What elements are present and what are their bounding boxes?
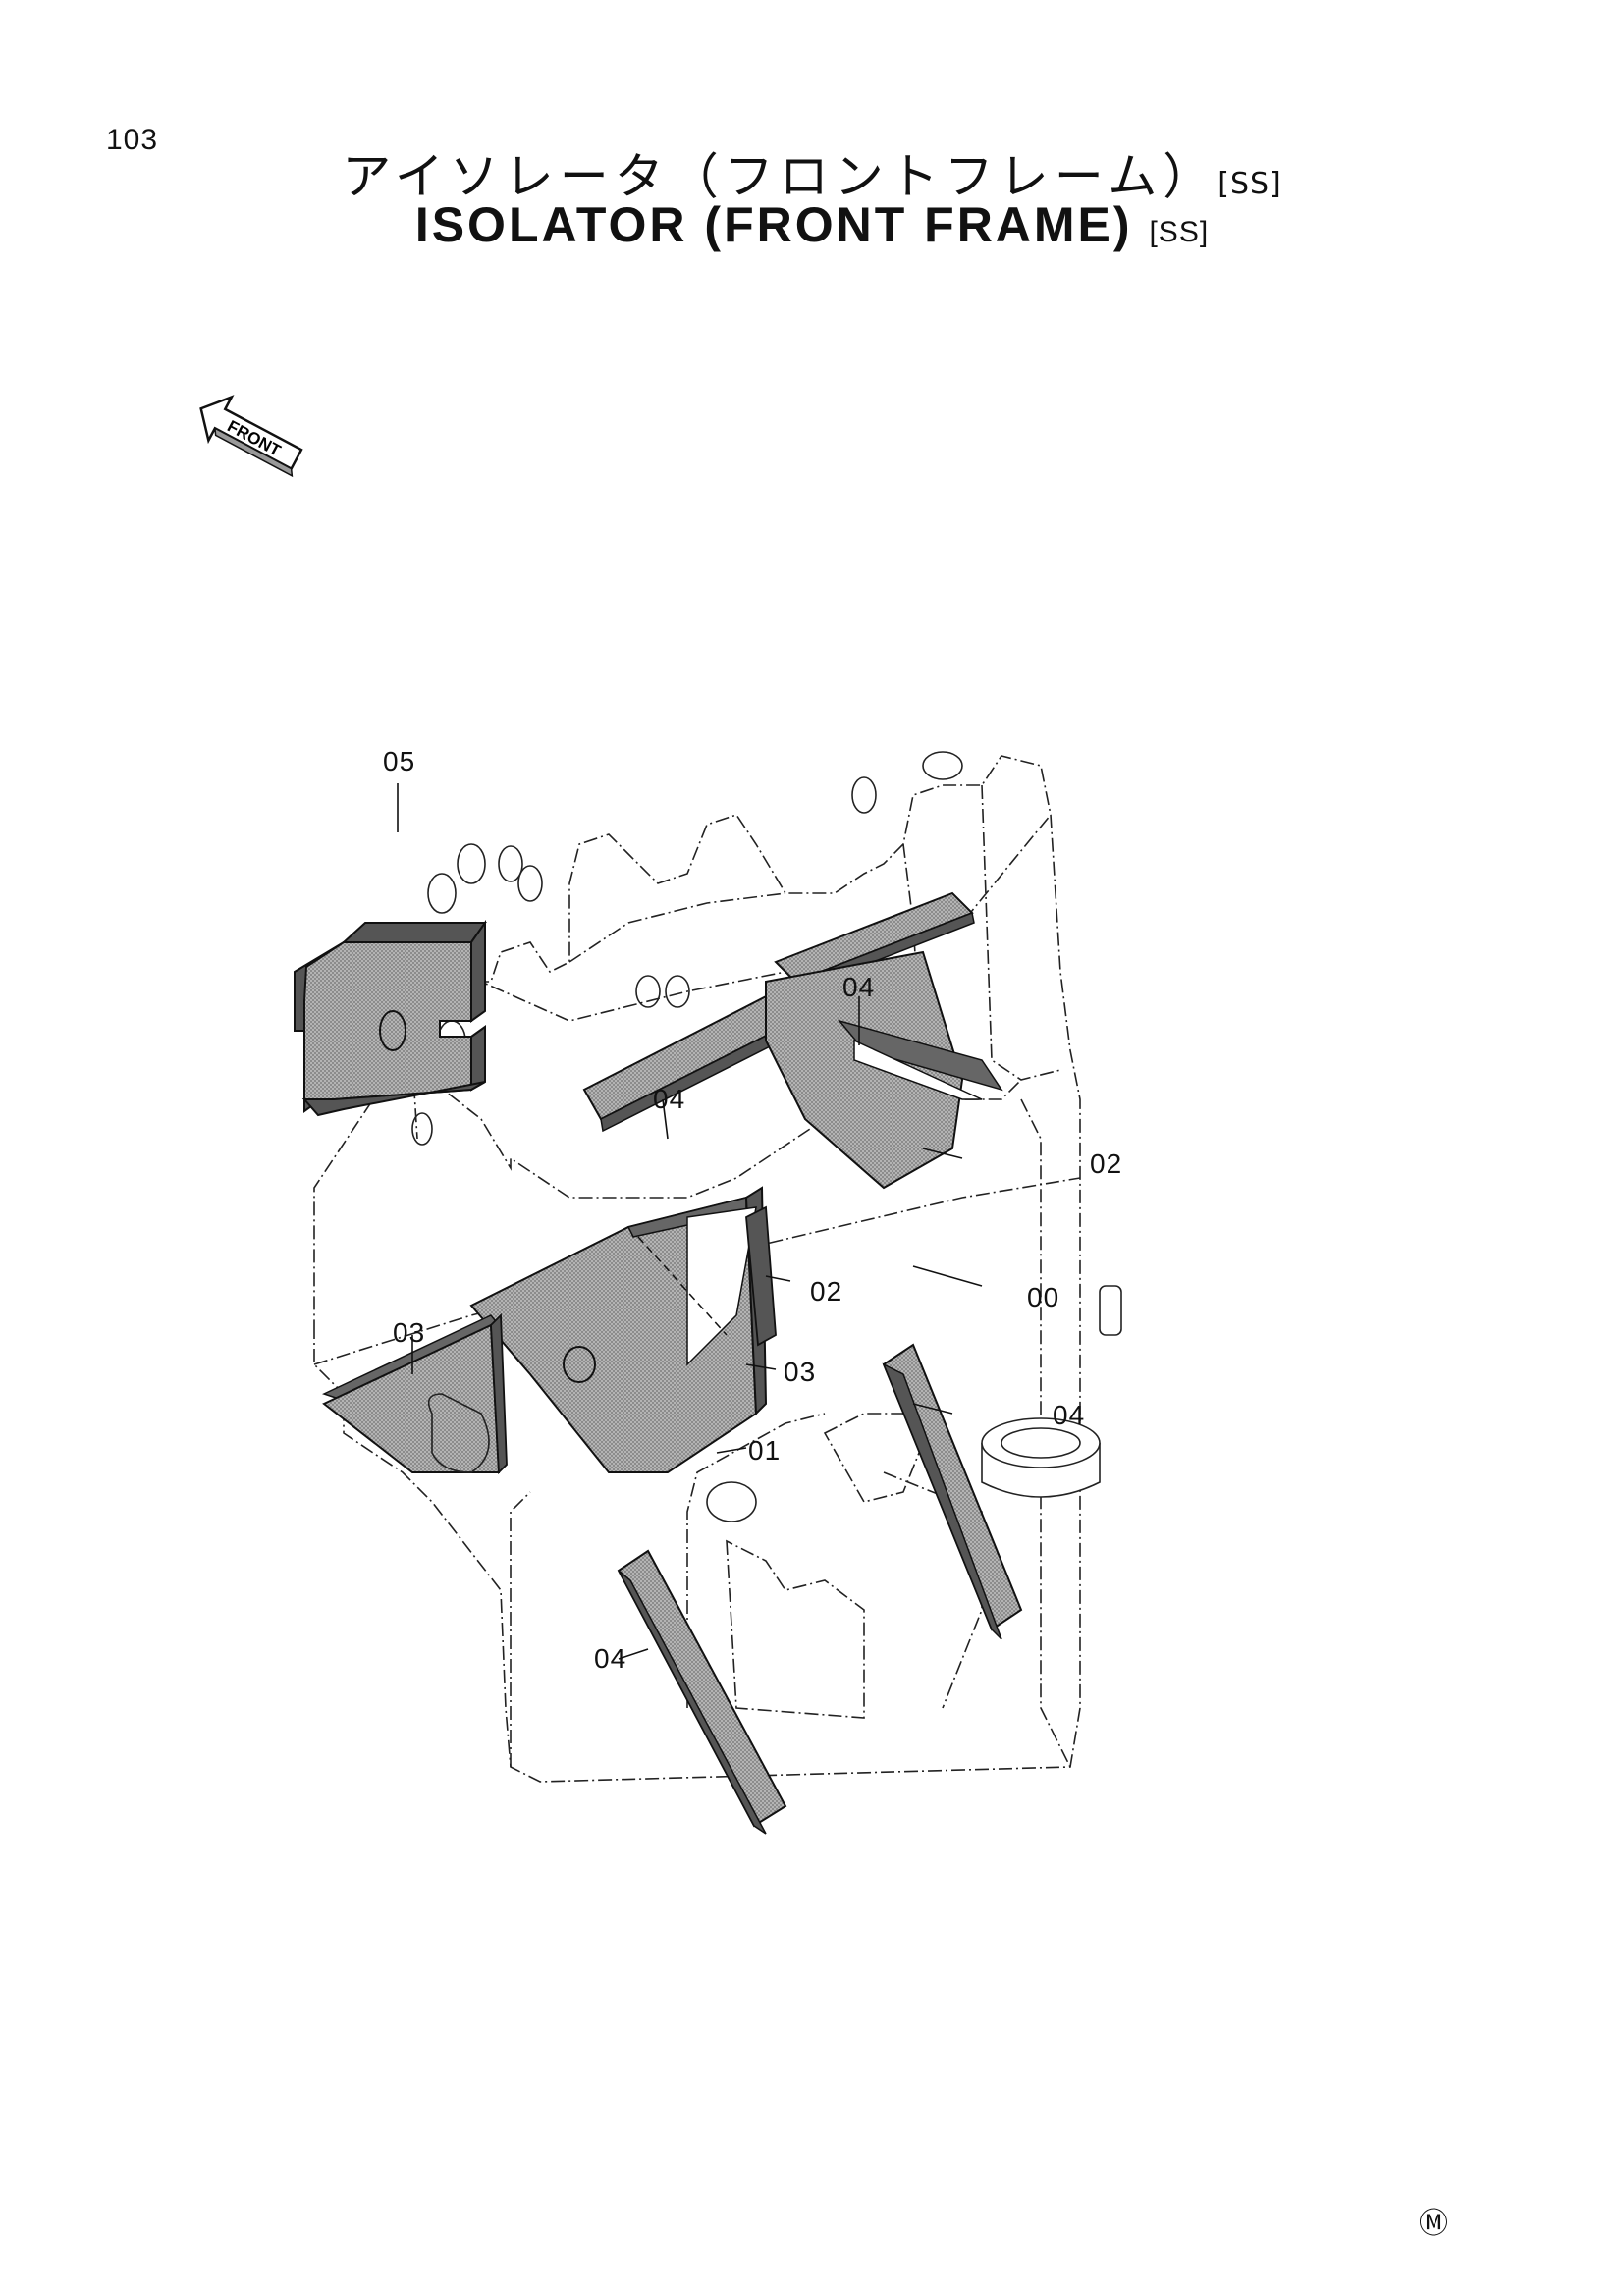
part-04-right-lower-strip <box>882 1343 1023 1640</box>
isolator-front-frame-diagram <box>294 751 1122 1835</box>
leader-lines <box>397 783 983 1660</box>
callout-02-right: 02 <box>1090 1148 1123 1179</box>
part-05-isolator-plate <box>294 919 487 1117</box>
callout-00: 00 <box>1027 1282 1060 1312</box>
manufacturer-mark: Ⓜ <box>1419 2208 1448 2240</box>
callout-03-center: 03 <box>784 1357 817 1387</box>
part-04-bottom-left-strip <box>617 1549 787 1835</box>
callout-04-upper-left: 04 <box>653 1084 686 1114</box>
title-japanese: アイソレータ（フロントフレーム）[SS] <box>0 137 1624 208</box>
page-number: 103 <box>106 124 159 156</box>
callout-03-left: 03 <box>393 1317 426 1348</box>
frame-plug <box>981 1285 1122 1498</box>
title-japanese-text: アイソレータ（フロントフレーム） <box>342 148 1218 205</box>
callout-04-right-lower: 04 <box>1053 1400 1086 1430</box>
callout-04-upper-right: 04 <box>842 972 876 1002</box>
title-english: ISOLATOR (FRONT FRAME) [SS] <box>0 196 1624 253</box>
part-03-left-wedge <box>321 1312 508 1475</box>
title-english-tag: [SS] <box>1149 216 1210 248</box>
title-english-text: ISOLATOR (FRONT FRAME) <box>414 197 1133 252</box>
part-01-isolator-block <box>469 1186 768 1473</box>
part-00-isolator-block <box>765 950 1003 1190</box>
part-02-center-strip <box>745 1205 777 1347</box>
title-japanese-tag: [SS] <box>1218 167 1282 201</box>
callout-02-center: 02 <box>810 1276 843 1307</box>
callout-04-bottom-left: 04 <box>594 1643 627 1674</box>
front-arrow-icon: FRONT <box>199 395 303 478</box>
callout-01: 01 <box>748 1435 782 1466</box>
callout-05: 05 <box>383 746 416 776</box>
